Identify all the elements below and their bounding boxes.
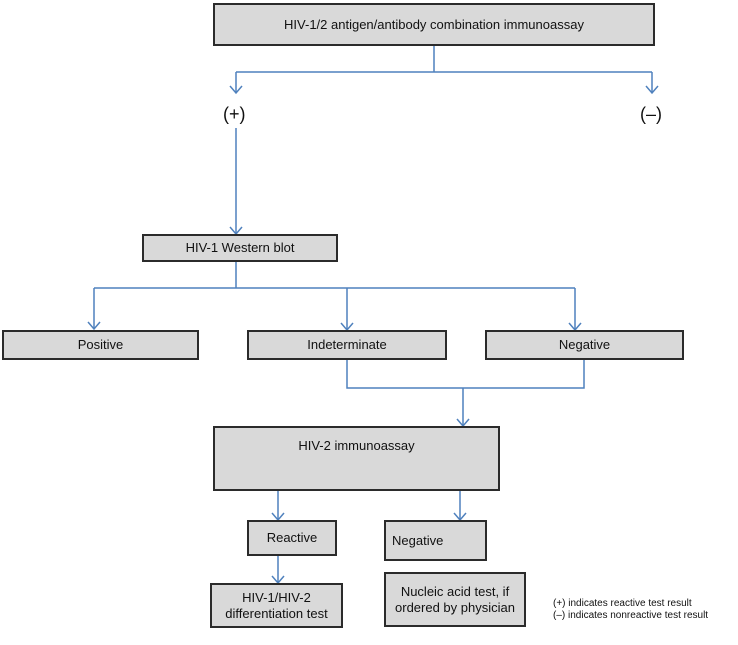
legend-reactive: (+) indicates reactive test result: [553, 598, 692, 609]
western-blot-box: HIV-1 Western blot: [142, 234, 338, 262]
reactive-branch-label: (+): [223, 104, 246, 124]
nucleic-acid-test-box: Nucleic acid test, if ordered by physici…: [384, 572, 526, 627]
differentiation-test-label: HIV-1/HIV-2 differentiation test: [225, 589, 328, 621]
connector-combo-split: [236, 46, 652, 73]
positive-result-box: Positive: [2, 330, 199, 360]
nonreactive-branch-label: (–): [640, 104, 662, 124]
indeterminate-result-box: Indeterminate: [247, 330, 447, 360]
nucleic-acid-test-label: Nucleic acid test, if ordered by physici…: [395, 583, 515, 615]
arrowhead-nonreactive-label: [645, 85, 659, 95]
connector-merge-to-hiv2: [346, 360, 585, 426]
connector-western-blot-split: [94, 262, 575, 289]
hiv2-immunoassay-box: HIV-2 immunoassay: [213, 426, 500, 491]
hiv2-negative-box: Negative: [384, 520, 487, 561]
legend-nonreactive: (–) indicates nonreactive test result: [553, 610, 709, 621]
reactive-result-box: Reactive: [247, 520, 337, 556]
legend: (+) indicates reactive test result (–) i…: [553, 598, 708, 622]
western-blot-negative-box: Negative: [485, 330, 684, 360]
arrowhead-reactive-label: [229, 85, 243, 95]
differentiation-test-box: HIV-1/HIV-2 differentiation test: [210, 583, 343, 628]
combo-immunoassay-box: HIV-1/2 antigen/antibody combination imm…: [213, 3, 655, 46]
arrowhead-positive: [87, 321, 101, 331]
